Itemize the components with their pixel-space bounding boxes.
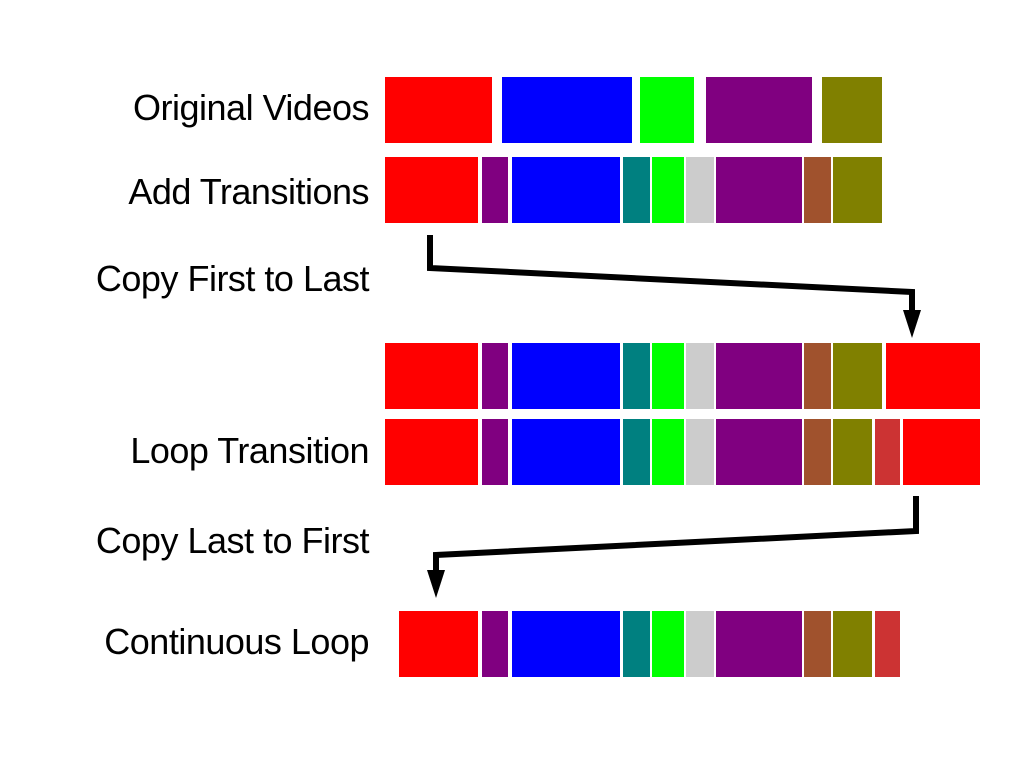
video-segment-green (652, 157, 684, 223)
video-segment-red (399, 611, 478, 677)
video-segment-blue (502, 77, 632, 143)
video-segment-red (385, 77, 492, 143)
label-copy-last-to-first: Copy Last to First (95, 520, 370, 561)
transition-segment-brick (875, 419, 900, 485)
video-segment-green (652, 419, 684, 485)
video-segment-red (886, 343, 980, 409)
video-segment-blue (512, 419, 620, 485)
video-segment-olive (833, 343, 882, 409)
copy-last-to-first-arrow (427, 496, 919, 598)
transition-segment-sienna (804, 419, 831, 485)
copy-last-to-first-arrow-line (433, 496, 919, 578)
transition-segment-silver (686, 611, 714, 677)
video-segment-purple (706, 77, 812, 143)
video-segment-olive (833, 419, 872, 485)
transition-segment-silver (686, 157, 714, 223)
add-transitions-row (385, 157, 882, 223)
video-segment-olive (822, 77, 882, 143)
transition-segment-brick (875, 611, 900, 677)
video-segment-purple (716, 419, 802, 485)
transition-segment-silver (686, 419, 714, 485)
copy-last-to-first-arrow-head (427, 570, 445, 598)
video-segment-red (903, 419, 980, 485)
label-original-videos: Original Videos (133, 87, 369, 128)
video-segment-green (652, 343, 684, 409)
transition-segment-teal (623, 157, 650, 223)
transition-segment-sienna (804, 343, 831, 409)
transition-segment-purple (482, 157, 508, 223)
transition-segment-teal (623, 611, 650, 677)
video-segment-purple (716, 157, 802, 223)
video-segment-purple (716, 611, 802, 677)
transition-segment-purple (482, 611, 508, 677)
video-segment-blue (512, 157, 620, 223)
video-segment-green (640, 77, 694, 143)
video-segment-olive (833, 611, 872, 677)
label-copy-first-to-last: Copy First to Last (95, 258, 370, 299)
loop-transition-row (385, 419, 980, 485)
video-segment-red (385, 419, 478, 485)
video-segment-green (652, 611, 684, 677)
copy-first-to-last-arrow-head (903, 310, 921, 338)
copy-first-to-last-row (385, 343, 980, 409)
video-segment-red (385, 157, 478, 223)
transition-segment-sienna (804, 157, 831, 223)
transition-segment-sienna (804, 611, 831, 677)
transition-segment-silver (686, 343, 714, 409)
transition-segment-teal (623, 419, 650, 485)
transition-segment-teal (623, 343, 650, 409)
original-videos-row (385, 77, 882, 143)
transition-segment-purple (482, 343, 508, 409)
video-segment-red (385, 343, 478, 409)
video-segment-blue (512, 611, 620, 677)
label-continuous-loop: Continuous Loop (104, 621, 369, 662)
label-add-transitions: Add Transitions (128, 171, 369, 212)
label-loop-transition: Loop Transition (130, 430, 369, 471)
video-segment-olive (833, 157, 882, 223)
transition-segment-purple (482, 419, 508, 485)
copy-first-to-last-arrow (427, 235, 921, 338)
copy-first-to-last-arrow-line (427, 235, 915, 318)
video-segment-purple (716, 343, 802, 409)
video-segment-blue (512, 343, 620, 409)
continuous-loop-row (399, 611, 900, 677)
